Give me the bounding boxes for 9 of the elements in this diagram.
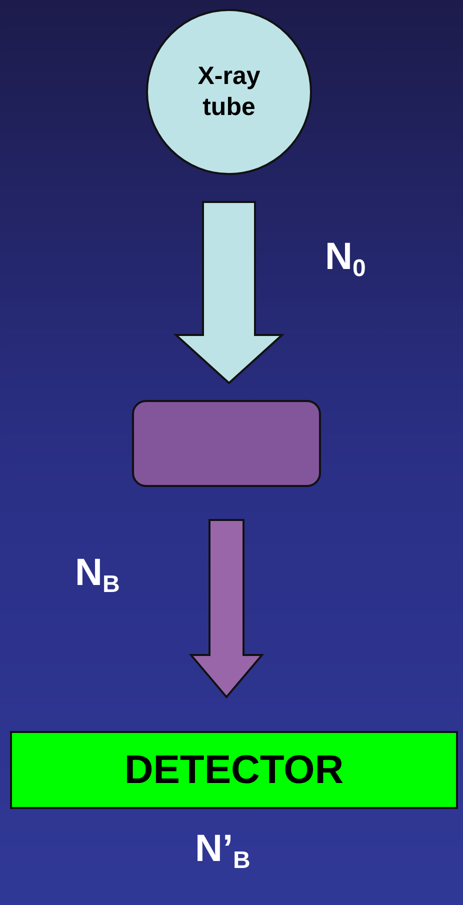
- edge-label: N$_{B}$: [75, 552, 120, 600]
- block-arrow: [173, 201, 285, 384]
- block-arrow: [188, 519, 264, 699]
- detector-bar: [10, 731, 458, 809]
- edge-label: N$_{0}$: [325, 236, 366, 284]
- count-label: N’$_{B}$: [195, 828, 250, 876]
- node-label: DETECTOR: [124, 747, 344, 794]
- node-label: X-ray tube: [196, 60, 262, 123]
- sample-block: [132, 400, 321, 487]
